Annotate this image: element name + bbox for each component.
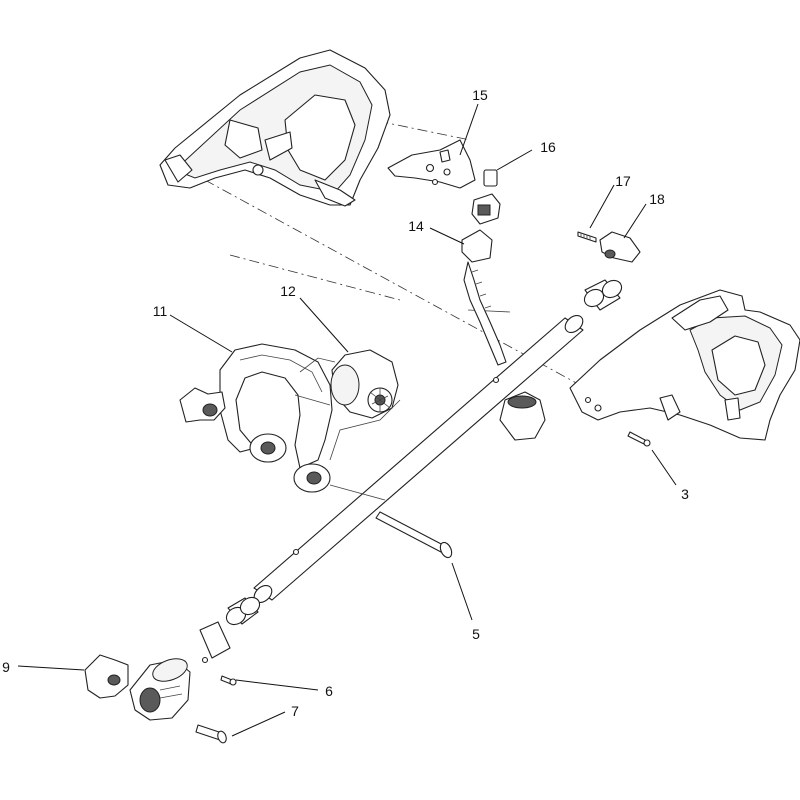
lower-tube [199, 621, 231, 664]
handle-knob [179, 387, 226, 423]
callout-6: 6 [325, 683, 333, 699]
switch-lever [387, 139, 476, 189]
callout-9: 9 [2, 659, 10, 675]
power-cord [461, 229, 507, 366]
small-screw [577, 231, 597, 243]
callout-11: 11 [153, 303, 168, 319]
strain-relief-boot [499, 391, 546, 441]
main-shaft-tube [253, 314, 584, 604]
head-coupler [129, 658, 191, 721]
handle-clamp [330, 349, 399, 419]
callout-numbers: 15 16 14 17 18 11 12 3 5 6 7 9 [2, 87, 689, 719]
lower-sleeve [225, 596, 261, 626]
coupler-screw [220, 675, 237, 686]
coupler-knob [84, 654, 129, 699]
cap-nut [599, 231, 641, 263]
long-bolt [375, 511, 453, 559]
assist-handle [219, 343, 333, 493]
rear-handle-housing [569, 289, 800, 441]
callout-12: 12 [280, 283, 296, 299]
handle-screw [627, 431, 651, 447]
upper-housing-shell [159, 49, 391, 207]
handle-guide-lines [294, 357, 401, 501]
callout-7: 7 [291, 703, 299, 719]
callout-3: 3 [681, 486, 689, 502]
leader-lines [17, 103, 677, 737]
callout-16: 16 [540, 139, 556, 155]
upper-sleeve [583, 279, 623, 311]
callout-17: 17 [615, 173, 631, 189]
spring-and-switch [471, 169, 501, 225]
callout-5: 5 [472, 626, 480, 642]
coupler-pin [195, 724, 227, 744]
callout-18: 18 [649, 191, 665, 207]
callout-14: 14 [408, 218, 424, 234]
callout-15: 15 [472, 87, 488, 103]
